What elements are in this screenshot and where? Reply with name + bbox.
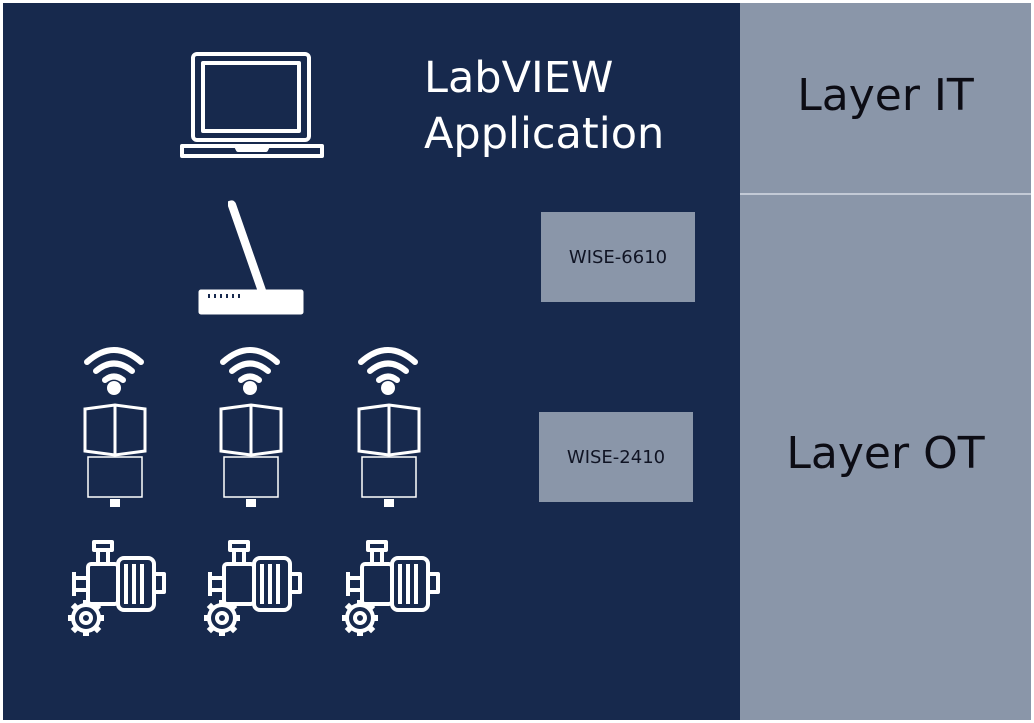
layer-column	[740, 3, 1031, 720]
app-title-line1: LabVIEW	[424, 53, 614, 103]
node-device-box: WISE-2410	[539, 412, 693, 502]
wireless-sensor-icon	[357, 403, 421, 507]
gateway-device-box: WISE-6610	[541, 212, 695, 302]
wireless-sensor-icon	[83, 403, 147, 507]
node-device-label: WISE-2410	[566, 446, 666, 468]
motor-gear-icon	[68, 540, 166, 636]
wifi-signal-icon	[358, 347, 418, 395]
wifi-signal-icon	[220, 347, 280, 395]
layer-divider	[740, 193, 1031, 195]
wireless-sensor-icon	[219, 403, 283, 507]
app-title-line2: Application	[424, 109, 665, 159]
laptop-icon	[180, 52, 324, 158]
motor-gear-icon	[342, 540, 440, 636]
layer-ot-label: Layer OT	[786, 428, 985, 479]
layer-it-label: Layer IT	[797, 70, 974, 121]
antenna-router-icon	[198, 200, 304, 315]
motor-gear-icon	[204, 540, 302, 636]
wifi-signal-icon	[84, 347, 144, 395]
app-title: LabVIEW Application	[424, 50, 664, 162]
gateway-device-label: WISE-6610	[568, 246, 668, 268]
